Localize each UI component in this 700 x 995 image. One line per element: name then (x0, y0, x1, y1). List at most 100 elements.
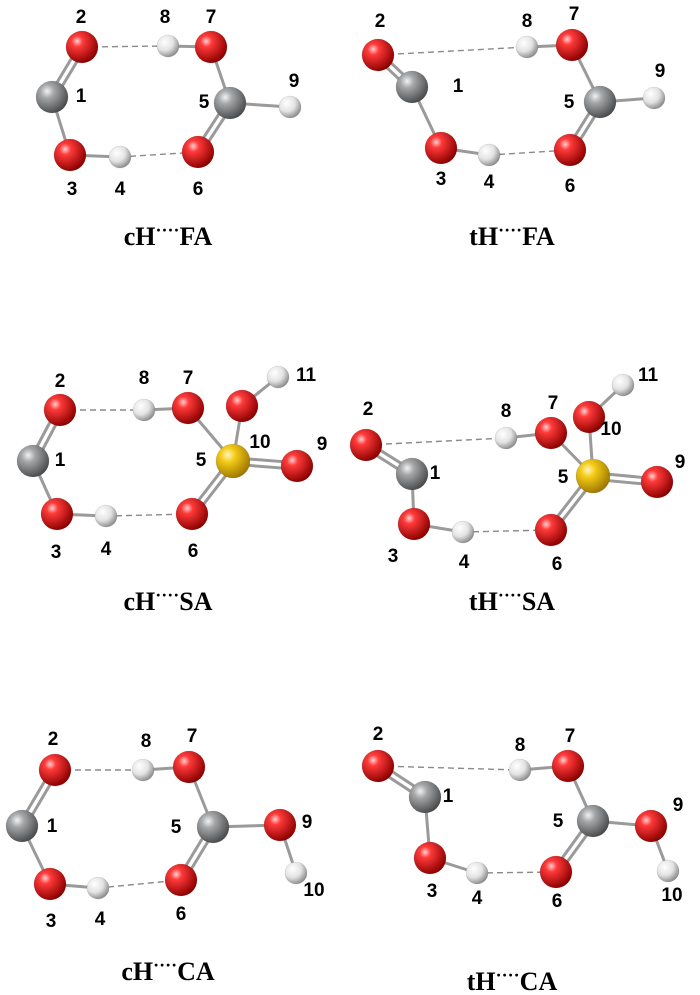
atom-c-5 (583, 85, 617, 119)
atom-number-label: 8 (522, 11, 533, 32)
panel-caption: tH····FA (469, 220, 555, 251)
atom-number-label: 10 (661, 885, 682, 906)
atom-c-1 (395, 70, 429, 104)
atom-o-3 (424, 131, 458, 165)
atom-h-8 (156, 34, 180, 58)
atom-number-label: 5 (558, 467, 569, 488)
atom-number-label: 9 (675, 452, 686, 473)
atom-o-7 (555, 28, 589, 62)
caption-suffix: CA (177, 957, 215, 986)
atom-number-label: 10 (303, 880, 324, 901)
atom-number-label: 7 (206, 7, 217, 28)
atom-number-label: 7 (187, 726, 198, 747)
atom-o-7 (171, 391, 205, 425)
atom-h-4 (86, 876, 110, 900)
atom-h-10 (284, 861, 308, 885)
atom-number-label: 1 (430, 463, 441, 484)
atom-o-2 (349, 428, 383, 462)
atom-number-label: 8 (160, 7, 171, 28)
atom-h-4 (477, 143, 501, 167)
panel-caption: tH····SA (469, 585, 555, 616)
atom-o-3 (397, 507, 431, 541)
caption-dots: ···· (496, 965, 520, 985)
hydrogen-bond-4-6 (488, 149, 571, 156)
atom-h-9 (278, 95, 302, 119)
atom-number-label: 5 (564, 92, 575, 113)
atom-h-9 (642, 86, 666, 110)
atom-number-label: 10 (249, 432, 270, 453)
atom-o-10 (225, 389, 259, 423)
atom-number-label: 2 (363, 399, 374, 420)
atom-h-10 (656, 859, 680, 883)
hydrogen-bond-2-8 (365, 437, 507, 446)
atom-number-label: 5 (171, 817, 182, 838)
caption-dots: ···· (498, 220, 522, 240)
atom-c-1 (5, 809, 39, 843)
atom-o-2 (65, 30, 99, 64)
atom-number-label: 3 (51, 542, 62, 563)
atom-o-6 (164, 863, 198, 897)
hydrogen-bond-4-6 (97, 879, 182, 889)
atom-number-label: 9 (673, 795, 684, 816)
atom-o-7 (194, 30, 228, 64)
atom-number-label: 3 (67, 179, 78, 200)
atom-h-4 (465, 861, 489, 885)
atom-number-label: 1 (47, 816, 58, 837)
atom-number-label: 9 (302, 812, 313, 833)
caption-prefix: cH (124, 222, 156, 251)
atom-number-label: 4 (101, 539, 112, 560)
atom-c-1 (408, 780, 442, 814)
atom-number-label: 9 (289, 71, 300, 92)
atom-h-8 (494, 426, 518, 450)
atom-o-7 (172, 750, 206, 784)
atom-h-8 (132, 398, 156, 422)
atom-c-5 (196, 810, 230, 844)
atom-h-8 (131, 758, 155, 782)
atom-number-label: 5 (196, 450, 207, 471)
atom-c-5 (576, 804, 610, 838)
caption-suffix: SA (179, 587, 212, 616)
caption-dots: ···· (153, 955, 177, 975)
atom-number-label: 4 (115, 179, 126, 200)
caption-dots: ···· (156, 220, 180, 240)
atom-number-label: 5 (199, 92, 210, 113)
atom-number-label: 11 (296, 365, 317, 386)
atom-o-7 (551, 749, 585, 783)
atom-h-4 (451, 520, 475, 544)
atom-number-label: 10 (600, 419, 621, 440)
atom-c-1 (16, 444, 50, 478)
atom-number-label: 4 (459, 552, 470, 573)
atom-number-label: 6 (565, 176, 576, 197)
atom-number-label: 3 (436, 169, 447, 190)
atom-number-label: 3 (427, 881, 438, 902)
panel-caption: cH····SA (123, 585, 212, 616)
atom-s-5 (575, 458, 611, 494)
atom-o-2 (43, 393, 77, 427)
atom-number-label: 1 (55, 450, 66, 471)
atom-number-label: 1 (76, 86, 87, 107)
atom-number-label: 6 (193, 179, 204, 200)
caption-prefix: tH (469, 587, 498, 616)
atom-number-label: 3 (388, 546, 399, 567)
atom-number-label: 2 (76, 7, 87, 28)
atom-number-label: 2 (48, 729, 59, 750)
caption-prefix: tH (469, 222, 498, 251)
atom-s-5 (215, 443, 251, 479)
atom-number-label: 2 (375, 11, 386, 32)
atom-number-label: 6 (552, 554, 563, 575)
atom-number-label: 4 (95, 909, 106, 930)
atom-c-5 (213, 86, 247, 120)
atom-h-8 (515, 35, 539, 59)
panel-caption: tH····CA (467, 965, 558, 995)
atom-number-label: 9 (655, 61, 666, 82)
caption-prefix: tH (467, 967, 496, 995)
atom-h-11 (611, 373, 635, 397)
atom-number-label: 8 (139, 368, 150, 389)
caption-dots: ···· (155, 585, 179, 605)
